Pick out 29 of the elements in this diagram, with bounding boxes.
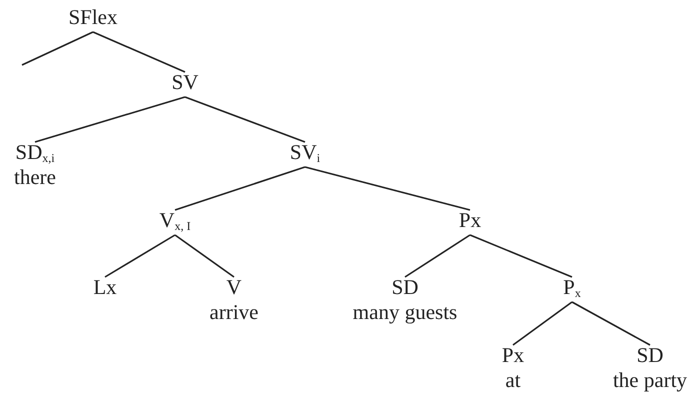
category-label: SD: [392, 275, 418, 300]
category-label: Px: [502, 343, 524, 368]
word-label: at: [505, 368, 521, 393]
word-label: the party: [612, 368, 688, 393]
tree-branch: [304, 166, 470, 211]
category-label: Px: [458, 208, 482, 233]
tree-branch: [174, 166, 306, 211]
word-label: arrive: [210, 300, 258, 325]
tree-branch: [572, 301, 650, 346]
word-label: there: [14, 165, 56, 190]
category-label: V: [226, 275, 242, 300]
word-label: many guests: [352, 300, 458, 325]
tree-branch: [174, 234, 234, 278]
category-label: SV: [172, 70, 198, 95]
category-label: SFlex: [68, 5, 118, 30]
tree-branch: [92, 31, 186, 73]
tree-branch: [470, 234, 572, 278]
category-label: P$_{x}$: [563, 275, 581, 300]
tree-branch: [34, 96, 186, 143]
tree-branch: [104, 234, 176, 278]
category-label: SV$_{i}$: [290, 140, 320, 165]
tree-branch: [22, 31, 94, 66]
tree-branch: [404, 234, 470, 278]
tree-branch: [184, 96, 306, 143]
category-label: V$_{x, I}$: [159, 208, 191, 233]
category-label: SD: [636, 343, 664, 368]
category-label: SD$_{x,i}$: [15, 140, 55, 165]
category-label: Lx: [93, 275, 117, 300]
tree-branch: [512, 301, 572, 346]
